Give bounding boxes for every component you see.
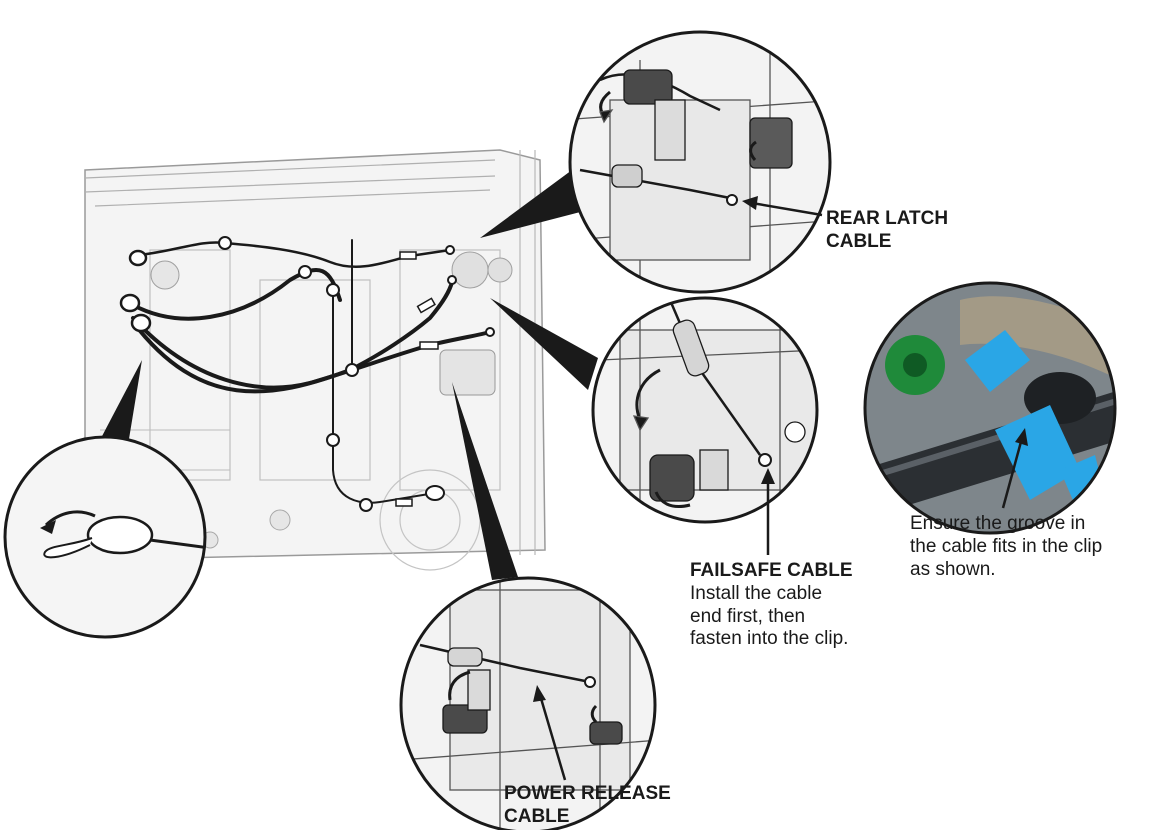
callout-arrow-icon — [761, 468, 775, 555]
rear-latch-title-line1: REAR LATCH — [826, 208, 1026, 231]
photo-note-label: Ensure the groove in the cable fits in t… — [910, 513, 1160, 581]
power-release-title-line1: POWER RELEASE — [504, 783, 724, 806]
power-release-title-line2: CABLE — [504, 806, 724, 829]
clip-photo-detail — [860, 280, 1120, 540]
failsafe-instruction-line3: fasten into the clip. — [690, 628, 910, 651]
failsafe-instruction-line2: end first, then — [690, 606, 910, 629]
rear-latch-title-line2: CABLE — [826, 231, 1026, 254]
photo-note-line3: as shown. — [910, 559, 1160, 582]
power-release-cable-label: POWER RELEASE CABLE — [504, 783, 724, 829]
rear-latch-detail — [560, 32, 840, 292]
failsafe-instruction-line1: Install the cable — [690, 583, 910, 606]
failsafe-detail — [593, 298, 820, 555]
photo-note-line1: Ensure the groove in — [910, 513, 1160, 536]
failsafe-cable-label: FAILSAFE CABLE Install the cable end fir… — [690, 560, 910, 651]
photo-note-line2: the cable fits in the clip — [910, 536, 1160, 559]
failsafe-title: FAILSAFE CABLE — [690, 560, 910, 583]
rear-latch-cable-label: REAR LATCH CABLE — [826, 208, 1026, 254]
